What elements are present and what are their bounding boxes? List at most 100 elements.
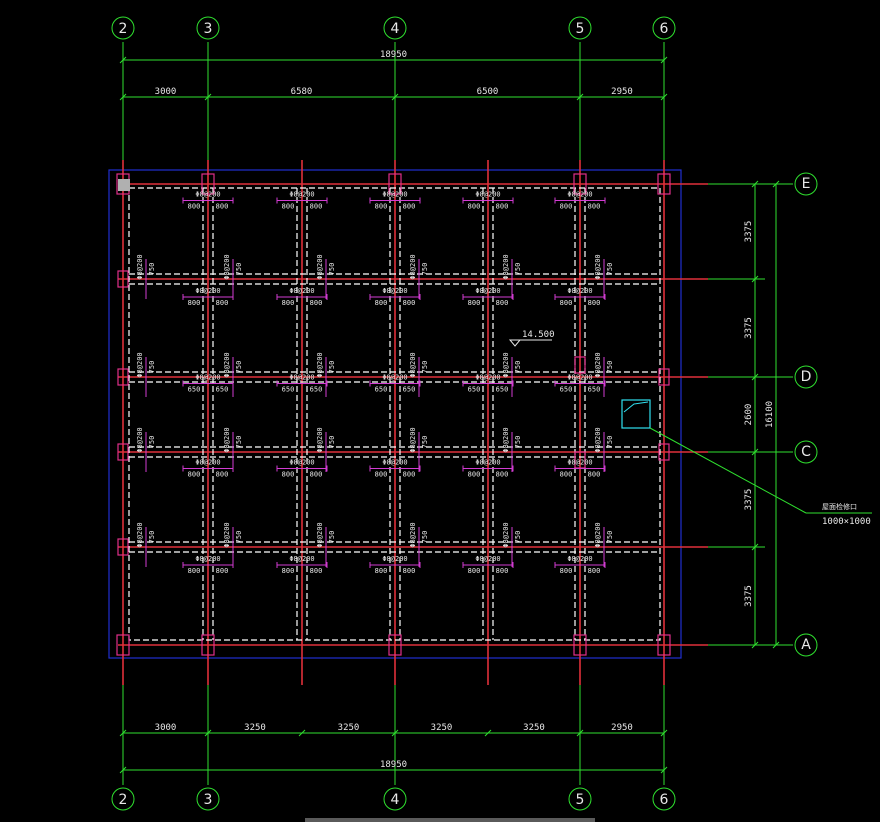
rebar-label-vertical: Φ8@200 xyxy=(594,427,602,452)
rebar-label-vertical: Φ8@200 xyxy=(409,427,417,452)
rebar-label-vertical: Φ8@200 xyxy=(594,522,602,547)
column xyxy=(573,634,587,656)
rebar-ext-left: 650 xyxy=(282,386,295,394)
dim-bottom-total-text: 18950 xyxy=(380,760,407,770)
rebar-label-vertical: Φ8@200 xyxy=(223,427,231,452)
rebar-label: Φ8@200 xyxy=(382,287,407,295)
grid-bubble-label: 6 xyxy=(660,792,669,808)
rebar-label: Φ8@200 xyxy=(382,555,407,563)
grid-bubble xyxy=(794,440,818,464)
column xyxy=(388,634,402,656)
rebar-ext-vertical: 750 xyxy=(514,361,522,374)
rebar-label: Φ8@200 xyxy=(475,287,500,295)
rebar-ext-left: 650 xyxy=(468,386,481,394)
rebar-ext-left: 800 xyxy=(560,299,573,307)
rebar-label-vertical: Φ8@200 xyxy=(409,254,417,279)
rebar-ext-vertical: 750 xyxy=(148,361,156,374)
rebar-ext-left: 800 xyxy=(375,203,388,211)
rebar-label: Φ8@200 xyxy=(475,374,500,382)
rebar-ext-vertical: 750 xyxy=(328,436,336,449)
rebar-ext-right: 800 xyxy=(310,299,323,307)
columns xyxy=(116,173,671,656)
rebar-ext-right: 800 xyxy=(588,471,601,479)
rebar-ext-left: 800 xyxy=(468,203,481,211)
rebar-label: Φ8@200 xyxy=(382,374,407,382)
rebar-label-vertical: Φ8@200 xyxy=(502,522,510,547)
rebar-ext-right: 800 xyxy=(496,299,509,307)
grid-bubble-label: E xyxy=(802,176,811,192)
dim-top-tick xyxy=(660,93,668,101)
rebar-label: Φ8@200 xyxy=(289,374,314,382)
column xyxy=(657,634,671,656)
rebar-label: Φ8@200 xyxy=(567,555,592,563)
column xyxy=(657,173,671,195)
grid-lines xyxy=(122,42,793,785)
elevation-value: 14.500 xyxy=(522,330,555,340)
rebar-ext-vertical: 750 xyxy=(328,361,336,374)
dim-bottom-total-tick xyxy=(119,766,127,774)
rebar-ext-left: 800 xyxy=(188,299,201,307)
column xyxy=(388,173,402,195)
column xyxy=(573,173,587,195)
rebar-ext-left: 800 xyxy=(282,299,295,307)
rebar-ext-vertical: 750 xyxy=(235,263,243,276)
grid-bubble-label: C xyxy=(801,444,811,460)
rebar-ext-right: 800 xyxy=(588,299,601,307)
rebar-ext-left: 800 xyxy=(375,567,388,575)
dim-right-total-tick xyxy=(772,641,780,649)
horizontal-scrollbar[interactable] xyxy=(305,818,595,822)
grid-bubble xyxy=(383,787,407,811)
dim-bottom-tick xyxy=(204,729,212,737)
rebar-ext-vertical: 750 xyxy=(235,361,243,374)
rebar-label-vertical: Φ8@200 xyxy=(136,254,144,279)
dim-right-tick xyxy=(751,373,759,381)
dim-top-text: 3000 xyxy=(155,87,177,97)
dim-right-tick xyxy=(751,180,759,188)
dim-top-text: 6500 xyxy=(477,87,499,97)
corner-marker xyxy=(118,179,130,191)
dim-top-text: 2950 xyxy=(611,87,633,97)
rebar-ext-right: 800 xyxy=(310,471,323,479)
dim-right-tick xyxy=(751,448,759,456)
rebar-ext-right: 650 xyxy=(216,386,229,394)
dim-top-tick xyxy=(119,93,127,101)
rebar-ext-right: 800 xyxy=(216,471,229,479)
grid-bubble-label: 6 xyxy=(660,21,669,37)
rebar-label-vertical: Φ8@200 xyxy=(136,522,144,547)
grid-bubble xyxy=(111,787,135,811)
rebar-label: Φ8@200 xyxy=(195,191,220,199)
rebar-ext-left: 800 xyxy=(375,471,388,479)
rebar-label: Φ8@200 xyxy=(195,374,220,382)
grid-bubble-label: A xyxy=(801,637,811,653)
rebar-ext-right: 800 xyxy=(588,203,601,211)
dim-bottom-total-tick xyxy=(660,766,668,774)
rebar-ext-left: 650 xyxy=(560,386,573,394)
dim-bottom-tick xyxy=(391,729,399,737)
rebar-ext-vertical: 750 xyxy=(235,436,243,449)
rebar-label-vertical: Φ8@200 xyxy=(594,352,602,377)
rebar-label-vertical: Φ8@200 xyxy=(316,352,324,377)
rebar-ext-vertical: 750 xyxy=(328,531,336,544)
rebar-ext-vertical: 750 xyxy=(514,531,522,544)
rebar-ext-right: 800 xyxy=(403,299,416,307)
rebar-ext-right: 800 xyxy=(496,471,509,479)
dim-bottom-tick xyxy=(298,729,306,737)
rebar-label: Φ8@200 xyxy=(567,191,592,199)
rebar-ext-right: 650 xyxy=(310,386,323,394)
dim-bottom-tick xyxy=(484,729,492,737)
opening-title: 屋面检修口 xyxy=(822,502,857,511)
column xyxy=(116,634,130,656)
grid-bubble-label: 3 xyxy=(204,21,213,37)
grid-bubble-label: 2 xyxy=(119,21,128,37)
grid-bubble xyxy=(568,16,592,40)
rebar-label-vertical: Φ8@200 xyxy=(136,427,144,452)
grid-bubble-label: 5 xyxy=(576,21,585,37)
column-small xyxy=(658,443,670,461)
rebar-ext-left: 800 xyxy=(188,471,201,479)
rebar-ext-vertical: 750 xyxy=(606,263,614,276)
grid-bubble xyxy=(794,172,818,196)
rebar-label: Φ8@200 xyxy=(289,287,314,295)
beam-lines xyxy=(118,160,708,685)
